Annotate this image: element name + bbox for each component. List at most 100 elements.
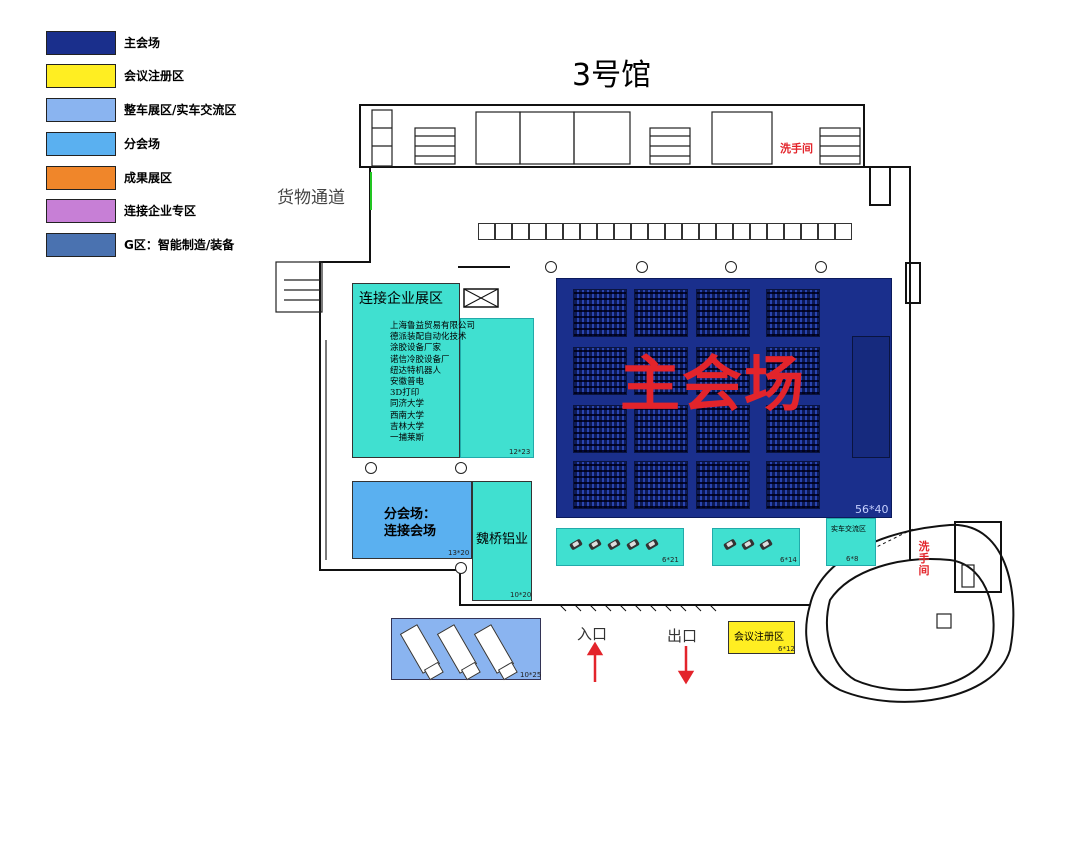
company-name: 诺信冷胶设备厂 (390, 354, 450, 365)
exchange-zone (826, 518, 876, 566)
booth (665, 223, 682, 240)
booth (818, 223, 835, 240)
booth (699, 223, 716, 240)
company-name: 涂胶设备厂家 (390, 343, 442, 354)
seat-block (766, 405, 820, 453)
connect-enterprise-inner (460, 318, 534, 458)
weiqiao-zone (472, 481, 532, 601)
main-hall-label: 主会场 (620, 350, 806, 420)
seat-block (573, 347, 627, 395)
column (636, 261, 648, 273)
legend-label: 主会场 (124, 36, 161, 50)
exchange-zone-label: 实车交流区 (831, 525, 866, 533)
legend-label: 成果展区 (124, 171, 173, 185)
entrance-arrow-icon (586, 641, 604, 656)
exit-label: 出口 (667, 627, 698, 645)
cargo-channel-label: 货物通道 (277, 188, 345, 208)
booth (495, 223, 512, 240)
exchange-zone-dimension: 6*8 (846, 555, 859, 563)
legend-label: 整车展区/实车交流区 (124, 103, 237, 117)
main-hall-dimension: 56*40 (855, 503, 889, 516)
seat-block (573, 289, 627, 337)
booth (648, 223, 665, 240)
car-zone-1-dimension: 6*21 (662, 556, 679, 564)
seat-block (634, 405, 688, 453)
registration-label: 会议注册区 (734, 632, 784, 643)
booth (614, 223, 631, 240)
sub-hall-label-line2: 连接会场 (384, 524, 437, 539)
legend-label: 会议注册区 (124, 69, 185, 83)
weiqiao-label: 魏桥铝业 (476, 532, 529, 547)
vehicle-zone-dimension: 10*25 (520, 671, 542, 679)
booth (733, 223, 750, 240)
booth (682, 223, 699, 240)
booth (478, 223, 495, 240)
booth (512, 223, 529, 240)
booth (529, 223, 546, 240)
column (725, 261, 737, 273)
column (455, 562, 467, 574)
booth-row (478, 223, 852, 241)
seat-block (696, 289, 750, 337)
booth (716, 223, 733, 240)
seat-block (766, 289, 820, 337)
seat-block (634, 289, 688, 337)
seat-block (766, 347, 820, 395)
legend-label: G区：智能制造/装备 (124, 238, 235, 252)
legend-swatch (46, 199, 116, 223)
company-name: 纽达特机器人 (390, 365, 442, 376)
connect-zone-label: 连接企业展区 (359, 291, 443, 307)
car-zone-2-dimension: 6*14 (780, 556, 797, 564)
weiqiao-dimension: 10*20 (510, 591, 532, 599)
booth (750, 223, 767, 240)
booth (767, 223, 784, 240)
connect-dimension: 12*23 (509, 448, 531, 456)
company-name: 西南大学 (390, 410, 425, 421)
booth (835, 223, 852, 240)
column (365, 462, 377, 474)
legend-swatch (46, 233, 116, 257)
booth (801, 223, 818, 240)
legend-swatch (46, 132, 116, 156)
direction-arrows (586, 641, 695, 685)
booth (597, 223, 614, 240)
entrance-label: 入口 (577, 625, 608, 643)
restroom-label: 洗手间 (780, 142, 813, 155)
sub-hall-dimension: 13*20 (448, 549, 470, 557)
legend-label: 分会场 (124, 137, 161, 151)
registration-dimension: 6*12 (778, 645, 795, 653)
registration-zone (728, 621, 795, 654)
column (545, 261, 557, 273)
sub-hall-label-line1: 分会场： (384, 507, 437, 522)
booth (784, 223, 801, 240)
seat-block (696, 405, 750, 453)
legend-swatch (46, 31, 116, 55)
company-name: 德派装配自动化技术 (390, 332, 467, 343)
company-name: 一捕莱斯 (390, 433, 425, 444)
legend-label: 连接企业专区 (124, 204, 197, 218)
company-name: 上海鲁益贸易有限公司 (390, 321, 476, 331)
restroom-right-label: 洗 手 间 (918, 540, 930, 577)
column (455, 462, 467, 474)
booth (563, 223, 580, 240)
seat-block (766, 461, 820, 509)
booth (546, 223, 563, 240)
company-list: 上海鲁益贸易有限公司德派装配自动化技术涂胶设备厂家诺信冷胶设备厂纽达特机器人安徽… (390, 321, 475, 444)
map-title: 3号馆 (572, 58, 652, 93)
company-name: 同济大学 (390, 399, 425, 410)
seat-block (573, 405, 627, 453)
company-name: 吉林大学 (390, 421, 425, 432)
stage (852, 336, 890, 458)
company-name: 3D打印 (390, 388, 420, 399)
seat-block (696, 347, 750, 395)
booth (631, 223, 648, 240)
seat-block (573, 461, 627, 509)
exit-arrow-icon (677, 670, 695, 685)
seat-block (696, 461, 750, 509)
legend-swatch (46, 166, 116, 190)
company-name: 安徽普电 (390, 377, 425, 388)
sub-hall-zone (352, 481, 472, 559)
seat-block (634, 347, 688, 395)
legend-swatch (46, 64, 116, 88)
